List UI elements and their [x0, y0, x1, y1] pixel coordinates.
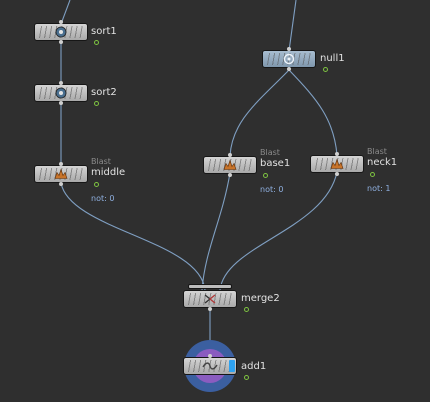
node-add1[interactable] [183, 354, 237, 375]
node-label: merge2 [241, 293, 280, 304]
node-null1[interactable] [262, 47, 316, 71]
input-port[interactable] [59, 162, 63, 166]
add-icon [202, 362, 218, 370]
wire-null1-base1 [229, 69, 290, 157]
node-type-label: Blast [91, 157, 111, 166]
input-port[interactable] [59, 81, 63, 85]
wire-base1-merge2 [201, 172, 231, 291]
blast-icon [330, 158, 344, 169]
node-label: sort1 [91, 26, 117, 37]
node-label: neck1 [367, 157, 398, 168]
node-sort1[interactable] [34, 20, 88, 44]
display-flag-icon[interactable] [244, 375, 249, 380]
output-port[interactable] [59, 101, 63, 105]
wire-middle-merge2 [60, 182, 206, 291]
node-base1[interactable] [203, 153, 257, 177]
display-flag-icon[interactable] [370, 172, 375, 177]
node-comment: not: 0 [91, 194, 115, 203]
node-label: base1 [260, 158, 291, 169]
input-port[interactable] [228, 153, 232, 157]
display-flag-icon[interactable] [94, 101, 99, 106]
input-port[interactable] [287, 47, 291, 51]
output-port[interactable] [335, 172, 339, 176]
sort-icon [55, 26, 67, 38]
node-neck1[interactable] [310, 152, 364, 176]
input-port[interactable] [208, 354, 212, 358]
node-label: sort2 [91, 87, 117, 98]
display-flag-icon[interactable] [263, 173, 268, 178]
output-port[interactable] [228, 173, 232, 177]
output-port[interactable] [59, 40, 63, 44]
output-port[interactable] [59, 182, 63, 186]
sort-icon [55, 87, 67, 99]
merge-input-bar[interactable] [188, 284, 232, 289]
node-middle[interactable] [34, 162, 88, 186]
display-flag-icon[interactable] [94, 182, 99, 187]
node-label: add1 [241, 361, 267, 372]
blast-icon [223, 159, 237, 170]
blast-icon [54, 168, 68, 179]
display-flag-tab[interactable] [229, 360, 235, 372]
display-flag-icon[interactable] [244, 307, 249, 312]
node-sort2[interactable] [34, 81, 88, 105]
input-port[interactable] [59, 20, 63, 24]
node-comment: not: 1 [367, 184, 391, 193]
display-flag-icon[interactable] [94, 40, 99, 45]
input-port[interactable] [335, 152, 339, 156]
output-port[interactable] [208, 307, 212, 311]
node-type-label: Blast [367, 147, 387, 156]
wire-neck1-merge2 [219, 171, 338, 291]
null-icon [283, 53, 295, 65]
merge-icon [204, 294, 216, 304]
node-label: middle [91, 167, 126, 178]
display-flag-icon[interactable] [323, 67, 328, 72]
output-port[interactable] [287, 67, 291, 71]
wire-null1-neck1 [288, 69, 338, 156]
node-merge2[interactable] [183, 290, 237, 311]
node-comment: not: 0 [260, 185, 284, 194]
wire-upstream-null1 [288, 0, 297, 52]
node-type-label: Blast [260, 148, 280, 157]
node-label: null1 [320, 53, 345, 64]
